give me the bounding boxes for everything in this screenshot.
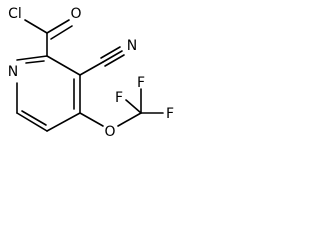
ring-bond-c4-c5 — [46, 112, 81, 132]
chlorine-label: Cl — [8, 6, 22, 22]
nitrile-triple-2 — [100, 46, 121, 59]
ring-bond-n1-c2-inner — [25, 60, 45, 64]
bond-c3-nitrile-carbon — [79, 61, 104, 76]
bond-carbonyl-o-2 — [50, 25, 73, 40]
bond-ether-o-cf3 — [117, 112, 142, 127]
bond-carbonyl-cl — [24, 19, 48, 34]
ring-bond-c5-c6-outer — [16, 112, 48, 132]
nitrile-triple-1 — [102, 50, 123, 63]
fluorine-left-label: F — [115, 90, 123, 106]
chemical-structure-diagram: Cl O N N O F F F — [8, 6, 174, 140]
ether-oxygen-label: O — [104, 124, 115, 140]
fluorine-top-label: F — [137, 75, 145, 91]
bond-carbonyl-o-1 — [46, 19, 70, 34]
fluorine-right-label: F — [166, 106, 174, 122]
ring-bond-n1-c2 — [16, 55, 48, 61]
carbonyl-oxygen-label: O — [70, 6, 81, 22]
ring-nitrogen-label: N — [8, 64, 18, 80]
bond-c4-ether-o — [79, 112, 104, 127]
structure-canvas: Cl O N N O F F F — [0, 0, 194, 158]
bond-cf3-f-left — [125, 99, 142, 114]
nitrile-triple-3 — [104, 54, 125, 67]
nitrile-nitrogen-label: N — [127, 38, 137, 54]
ring-double-bond-c5-c6-inner — [21, 110, 47, 126]
ring-bond-c2-c3 — [46, 55, 81, 76]
